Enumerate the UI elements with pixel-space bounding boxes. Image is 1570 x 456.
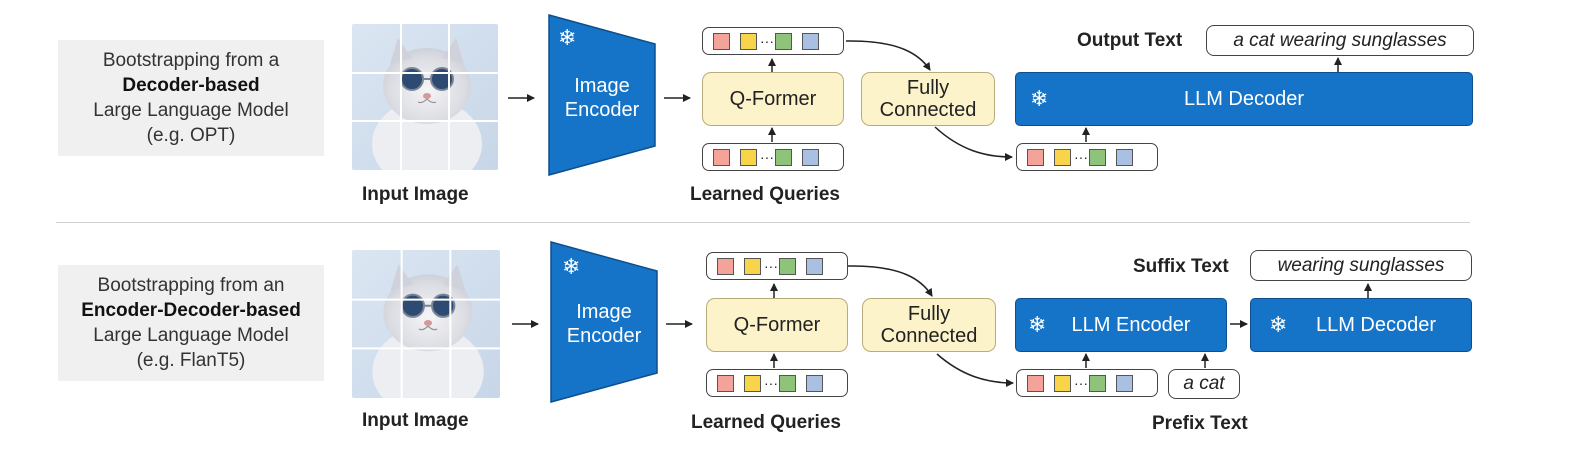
ellipsis: ··· [760, 149, 774, 165]
input-image-bottom [352, 250, 500, 398]
prefix-text-box: a cat [1168, 369, 1240, 399]
token-yellow [740, 32, 757, 50]
ellipsis: ··· [764, 258, 778, 274]
fc-line: Connected [880, 325, 978, 347]
caption-line: (e.g. FlanT5) [136, 350, 246, 371]
caption-line: Bootstrapping from an [97, 275, 285, 296]
llm-encoder-label: LLM Encoder [1071, 313, 1191, 336]
llm-encoder-bottom: ❄ LLM Encoder [1015, 298, 1227, 352]
snowflake-icon: ❄ [1030, 86, 1049, 111]
token-red [713, 32, 730, 50]
prefix-text-label: Prefix Text [1152, 413, 1248, 434]
token-red [713, 148, 730, 166]
input-image-label: Input Image [362, 184, 469, 205]
arrow-tokens-to-fc-bottom [847, 265, 933, 297]
encoder-line: Encoder [566, 325, 642, 347]
llm-decoder-top: ❄ LLM Decoder [1015, 72, 1473, 126]
caption-line: Large Language Model [93, 325, 289, 346]
arrow-fc-to-llm-tokens-bottom [936, 353, 1014, 387]
cat-photo-icon [352, 250, 500, 398]
arrow-fc-to-llm-tokens-top [934, 126, 1013, 161]
token-blue [1116, 374, 1133, 392]
section-divider [56, 222, 1470, 223]
llm-decoder-label: LLM Decoder [1183, 87, 1305, 110]
snowflake-icon: ❄ [562, 254, 581, 279]
llm-decoder-label: LLM Decoder [1315, 313, 1437, 336]
token-blue [1116, 148, 1133, 166]
caption-encoder-decoder-based: Bootstrapping from an Encoder-Decoder-ba… [58, 265, 324, 381]
input-image-top [352, 24, 498, 170]
fc-line: Connected [879, 99, 977, 121]
llm-input-tokens-bottom: ··· [1016, 369, 1158, 397]
fc-line: Fully [906, 77, 950, 99]
token-yellow [1054, 374, 1071, 392]
ellipsis: ··· [1074, 375, 1088, 391]
caption-line: Large Language Model [93, 100, 289, 121]
token-red [717, 257, 734, 275]
token-red [1027, 374, 1044, 392]
token-red [1027, 148, 1044, 166]
ellipsis: ··· [760, 33, 774, 49]
caption-bold: Encoder-Decoder-based [81, 300, 301, 321]
snowflake-icon: ❄ [1269, 312, 1288, 337]
token-green [775, 148, 792, 166]
fc-line: Fully [907, 303, 951, 325]
learned-queries-tokens-bottom: ··· [706, 369, 848, 397]
token-green [1089, 374, 1106, 392]
qformer-top: Q-Former [702, 72, 844, 126]
ellipsis: ··· [764, 375, 778, 391]
token-blue [802, 32, 819, 50]
suffix-text-label: Suffix Text [1133, 256, 1229, 277]
caption-line: (e.g. OPT) [146, 125, 236, 146]
token-green [779, 374, 796, 392]
token-yellow [1054, 148, 1071, 166]
llm-decoder-bottom: ❄ LLM Decoder [1250, 298, 1472, 352]
input-image-label: Input Image [362, 410, 469, 431]
qformer-bottom: Q-Former [706, 298, 848, 352]
snowflake-icon: ❄ [1028, 312, 1047, 337]
learned-queries-label: Learned Queries [690, 184, 840, 205]
query-output-tokens-top: ··· [702, 27, 844, 55]
encoder-line: Encoder [564, 99, 640, 121]
image-encoder-bottom: ❄ Image Encoder [550, 241, 658, 403]
token-green [1089, 148, 1106, 166]
caption-bold: Decoder-based [122, 75, 260, 96]
token-blue [802, 148, 819, 166]
learned-queries-label: Learned Queries [691, 412, 841, 433]
encoder-line: Image [574, 75, 630, 97]
token-green [775, 32, 792, 50]
fully-connected-top: Fully Connected [861, 72, 995, 126]
learned-queries-tokens-top: ··· [702, 143, 844, 171]
caption-line: Bootstrapping from a [102, 50, 280, 71]
token-blue [806, 374, 823, 392]
encoder-line: Image [576, 301, 632, 323]
output-text-box: a cat wearing sunglasses [1206, 25, 1474, 56]
output-text-label: Output Text [1077, 30, 1183, 51]
token-yellow [740, 148, 757, 166]
suffix-text-box: wearing sunglasses [1250, 250, 1472, 281]
token-yellow [744, 257, 761, 275]
arrow-tokens-to-fc-top [845, 40, 931, 71]
image-encoder-top: ❄ Image Encoder [548, 14, 656, 176]
ellipsis: ··· [1074, 149, 1088, 165]
cat-photo-icon [352, 24, 498, 170]
token-red [717, 374, 734, 392]
query-output-tokens-bottom: ··· [706, 252, 848, 280]
snowflake-icon: ❄ [558, 25, 577, 50]
token-blue [806, 257, 823, 275]
token-yellow [744, 374, 761, 392]
llm-input-tokens-top: ··· [1016, 143, 1158, 171]
token-green [779, 257, 796, 275]
fully-connected-bottom: Fully Connected [862, 298, 996, 352]
caption-decoder-based: Bootstrapping from a Decoder-based Large… [58, 40, 324, 156]
